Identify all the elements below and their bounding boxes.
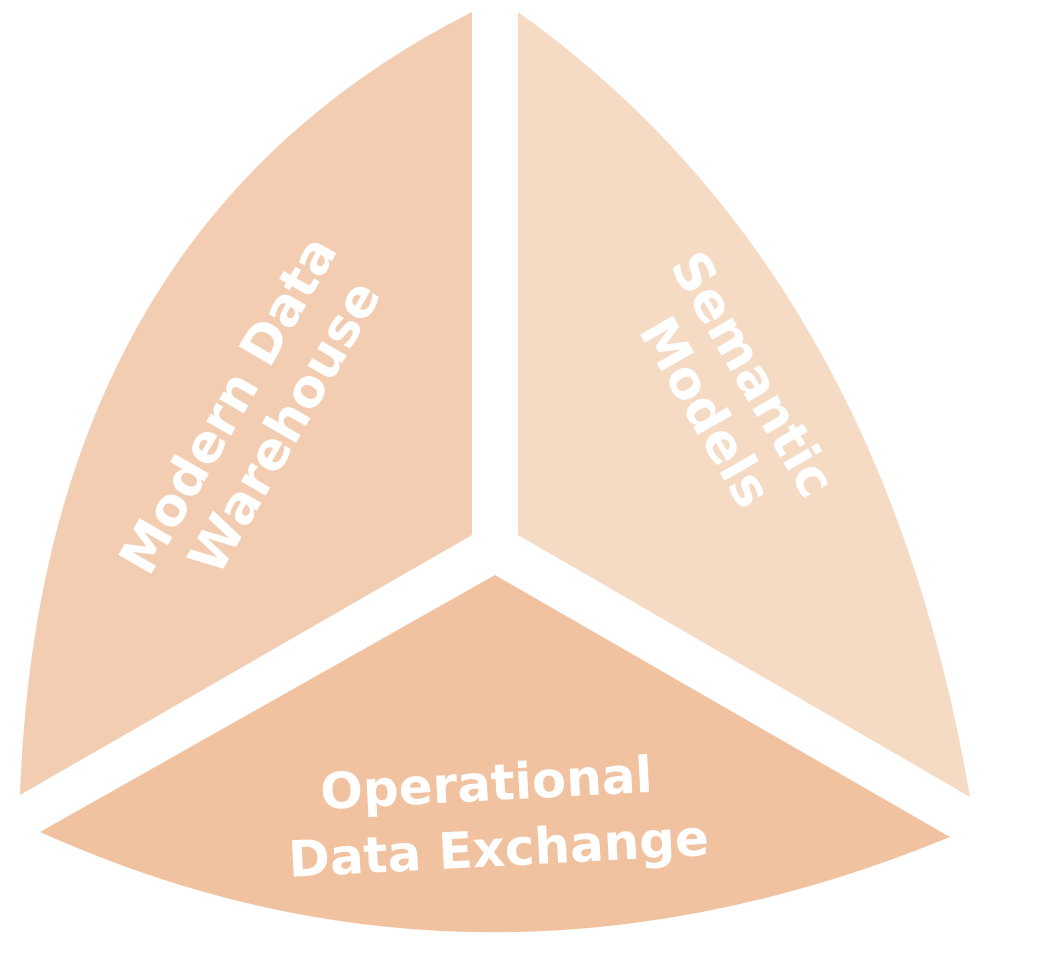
segment-operational-data-exchange <box>40 575 950 933</box>
segment-semantic-models <box>518 12 970 797</box>
segment-modern-data-warehouse <box>20 12 472 795</box>
